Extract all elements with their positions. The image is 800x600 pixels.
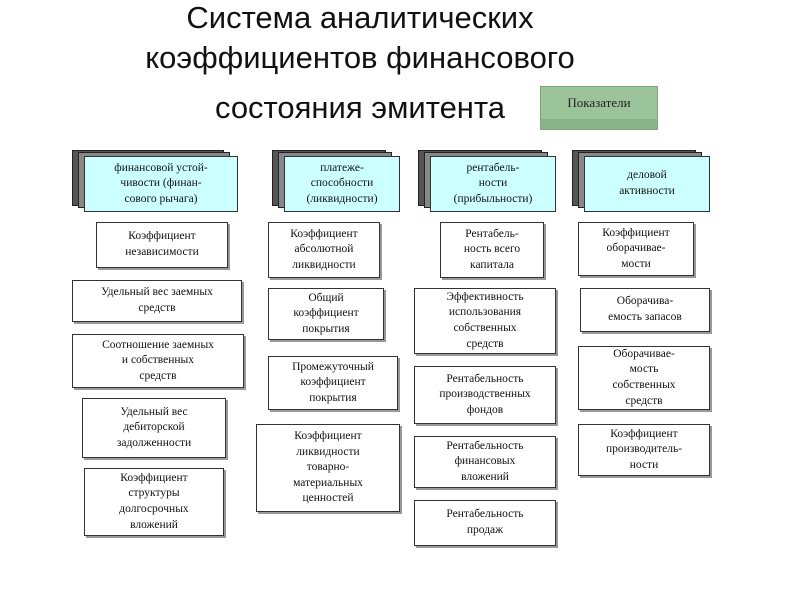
category-header-label: платеже- способности (ликвидности) [284, 156, 400, 212]
indicator-box: Рентабельность продаж [414, 500, 556, 546]
indicator-box: Коэффициент абсолютной ликвидности [268, 222, 380, 278]
indicator-box: Коэффициент производитель- ности [578, 424, 710, 476]
indicator-box: Рентабель- ность всего капитала [440, 222, 544, 278]
category-header-label: деловой активности [584, 156, 710, 212]
category-header-profitability: рентабель- ности (прибыльности) [418, 150, 556, 212]
indicators-badge: Показатели [540, 86, 658, 130]
category-header-label: финансовой устой- чивости (финан- сового… [84, 156, 238, 212]
indicator-box: Коэффициент ликвидности товарно- материа… [256, 424, 400, 512]
indicator-box: Оборачивае- мость собственных средств [578, 346, 710, 410]
indicator-box: Оборачива- емость запасов [580, 288, 710, 332]
indicator-box: Соотношение заемных и собственных средст… [72, 334, 244, 388]
indicator-box: Рентабельность финансовых вложений [414, 436, 556, 488]
indicator-box: Промежуточный коэффициент покрытия [268, 356, 398, 410]
category-header-business-activity: деловой активности [572, 150, 710, 212]
indicator-box: Рентабельность производственных фондов [414, 366, 556, 424]
category-header-label: рентабель- ности (прибыльности) [430, 156, 556, 212]
indicator-box: Коэффициент структуры долгосрочных вложе… [84, 468, 224, 536]
title-line-3: состояния эмитента [214, 90, 506, 125]
indicator-box: Общий коэффициент покрытия [268, 288, 384, 340]
indicator-box: Удельный вес заемных средств [72, 280, 242, 322]
indicator-box: Коэффициент независимости [96, 222, 228, 268]
title-line-1: Система аналитических [186, 0, 534, 35]
category-header-solvency: платеже- способности (ликвидности) [272, 150, 400, 212]
category-header-financial-stability: финансовой устой- чивости (финан- сового… [72, 150, 238, 212]
indicator-box: Коэффициент оборачивае- мости [578, 222, 694, 276]
indicator-box: Удельный вес дебиторской задолженности [82, 398, 226, 458]
indicator-box: Эффективность использования собственных … [414, 288, 556, 354]
title-line-2: коэффициентов финансового [145, 40, 575, 75]
